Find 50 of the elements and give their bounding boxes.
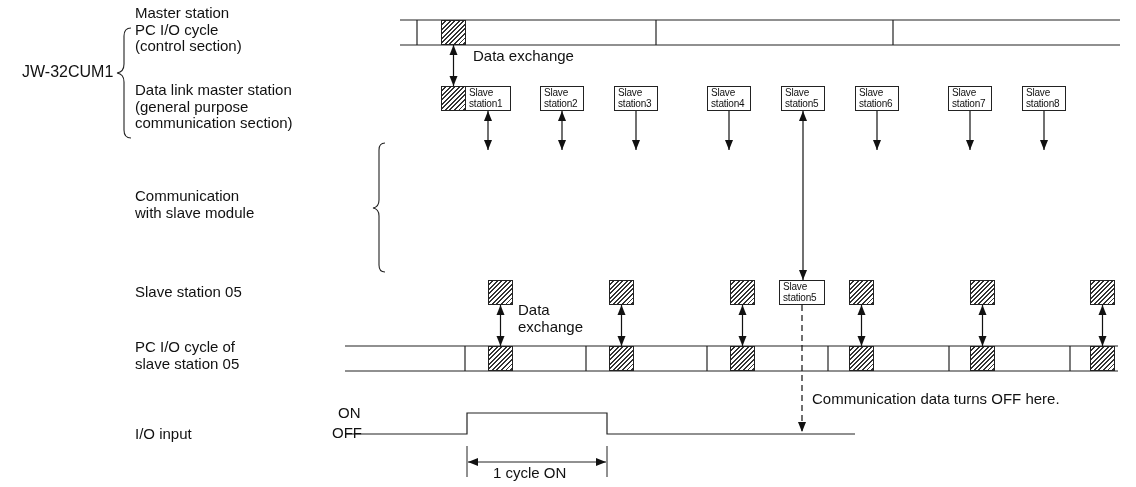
double-arrow <box>857 304 866 347</box>
double-arrow <box>1098 304 1107 347</box>
text-label: Slave station 05 <box>135 284 243 301</box>
arrow <box>1040 110 1048 151</box>
text-label: Communication with slave module <box>135 188 256 221</box>
hatched-block <box>730 346 755 371</box>
station-box: Slave station8 <box>1022 86 1066 111</box>
double-arrow <box>738 304 747 347</box>
text-label: Communication data turns OFF here. <box>812 391 1061 408</box>
hatched-block <box>441 86 466 111</box>
double-arrow <box>799 110 807 281</box>
double-arrow <box>496 304 505 347</box>
hatched-block <box>488 346 513 371</box>
hatched-block <box>488 280 513 305</box>
double-arrow <box>978 304 987 347</box>
double-arrow <box>449 44 458 87</box>
arrow <box>798 304 806 433</box>
arrow <box>873 110 881 151</box>
station-box: Slave station2 <box>540 86 584 111</box>
text-label: OFF <box>332 425 363 442</box>
arrow <box>966 110 974 151</box>
station-box: Slave station6 <box>855 86 899 111</box>
double-arrow <box>484 110 492 151</box>
double-arrow <box>617 304 626 347</box>
station-box: Slave station5 <box>781 86 825 111</box>
hatched-block <box>609 280 634 305</box>
double-arrow <box>558 110 566 151</box>
hatched-block <box>730 280 755 305</box>
text-label: Master station PC I/O cycle (control section) <box>135 5 243 55</box>
text-label: I/O input <box>135 426 193 443</box>
text-label: 1 cycle ON <box>493 465 568 482</box>
hatched-block <box>609 346 634 371</box>
hatched-block <box>970 346 995 371</box>
text-label: ON <box>338 405 362 422</box>
station-box: Slave station1 <box>465 86 511 111</box>
text-label: Data link master station (general purpose communication section) <box>135 82 294 132</box>
hatched-block <box>849 346 874 371</box>
arrow <box>632 110 640 151</box>
hatched-block <box>1090 280 1115 305</box>
text-label: PC I/O cycle of slave station 05 <box>135 339 241 372</box>
station-box: Slave station3 <box>614 86 658 111</box>
arrow <box>725 110 733 151</box>
text-label: JW-32CUM1 <box>22 64 114 81</box>
station-box: Slave station7 <box>948 86 992 111</box>
hatched-block <box>1090 346 1115 371</box>
hatched-block <box>849 280 874 305</box>
hatched-block <box>441 20 466 45</box>
hatched-block <box>970 280 995 305</box>
station-box: Slave station4 <box>707 86 751 111</box>
station-box: Slave station5 <box>779 280 825 305</box>
